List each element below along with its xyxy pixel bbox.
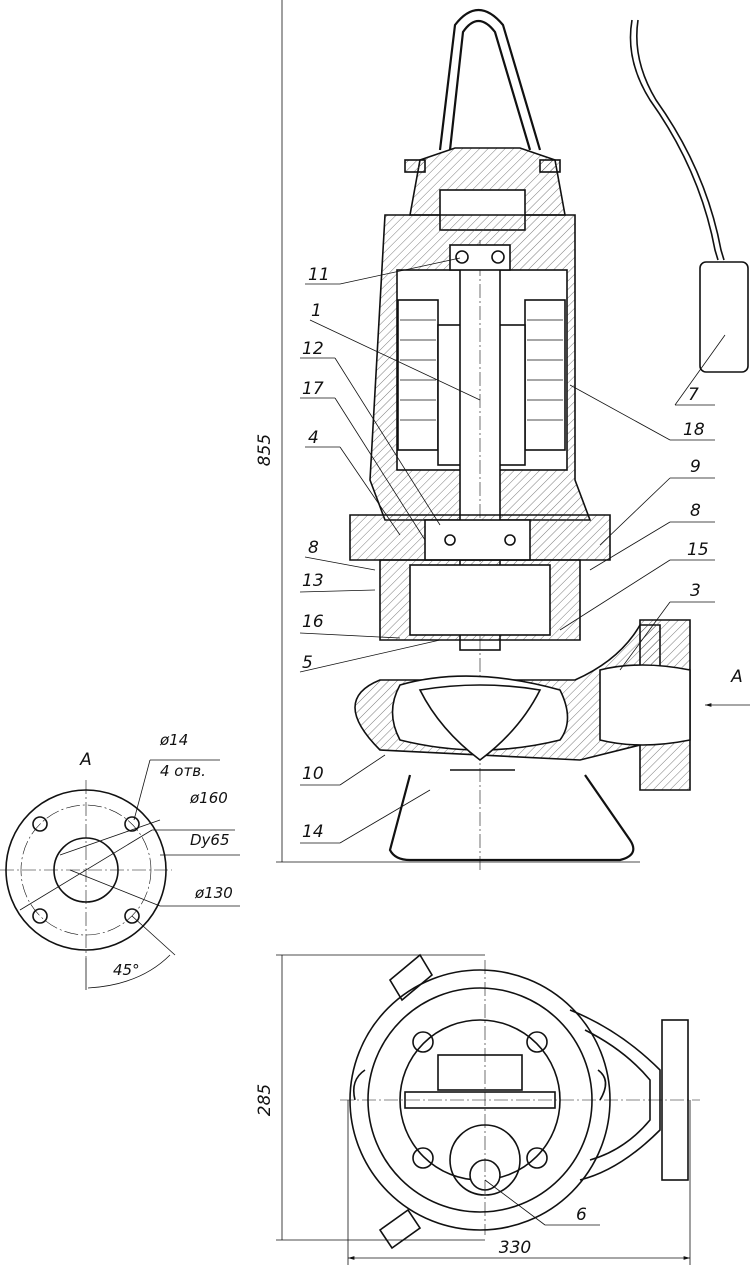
flange-view-a-label: A — [79, 750, 92, 770]
part-8-left: 8 — [308, 538, 319, 558]
part-7: 7 — [688, 385, 699, 405]
part-16: 16 — [302, 612, 324, 632]
part-5: 5 — [302, 653, 313, 673]
part-10: 10 — [302, 764, 324, 784]
bolt-circle-label: ø130 — [194, 884, 233, 902]
part-1: 1 — [311, 301, 322, 321]
part-12: 12 — [302, 339, 324, 359]
flange-view-a: A ø14 4 отв. ø160 Dy65 ø130 45° — [0, 731, 240, 990]
part-6: 6 — [576, 1205, 587, 1225]
outer-dia-label: ø160 — [189, 789, 228, 807]
part-17: 17 — [302, 379, 324, 399]
part-3: 3 — [690, 581, 701, 601]
part-4: 4 — [308, 428, 319, 448]
part-14: 14 — [302, 822, 324, 842]
section-a-label: A — [730, 667, 743, 687]
part-9: 9 — [690, 457, 701, 477]
plan-view: 285 330 6 — [255, 953, 700, 1265]
height-285-label: 285 — [255, 1084, 275, 1116]
height-dimension-855: 855 — [255, 0, 640, 863]
nominal-dia-label: Dy65 — [190, 831, 230, 849]
part-11: 11 — [308, 265, 330, 285]
hole-count-label: 4 отв. — [160, 762, 206, 780]
section-view — [349, 9, 691, 870]
width-330-label: 330 — [499, 1238, 531, 1258]
hole-dia-label: ø14 — [159, 731, 188, 749]
height-855-label: 855 — [255, 434, 275, 466]
section-arrow-a: A — [705, 667, 750, 707]
angle-label: 45° — [113, 961, 140, 979]
part-18: 18 — [683, 420, 705, 440]
stator-lines — [400, 319, 563, 421]
part-8-right: 8 — [690, 501, 701, 521]
part-callouts: 11 1 12 17 4 8 13 16 5 10 14 7 18 — [299, 257, 726, 844]
power-cable — [629, 19, 749, 373]
part-13: 13 — [302, 571, 324, 591]
part-15: 15 — [687, 540, 709, 560]
